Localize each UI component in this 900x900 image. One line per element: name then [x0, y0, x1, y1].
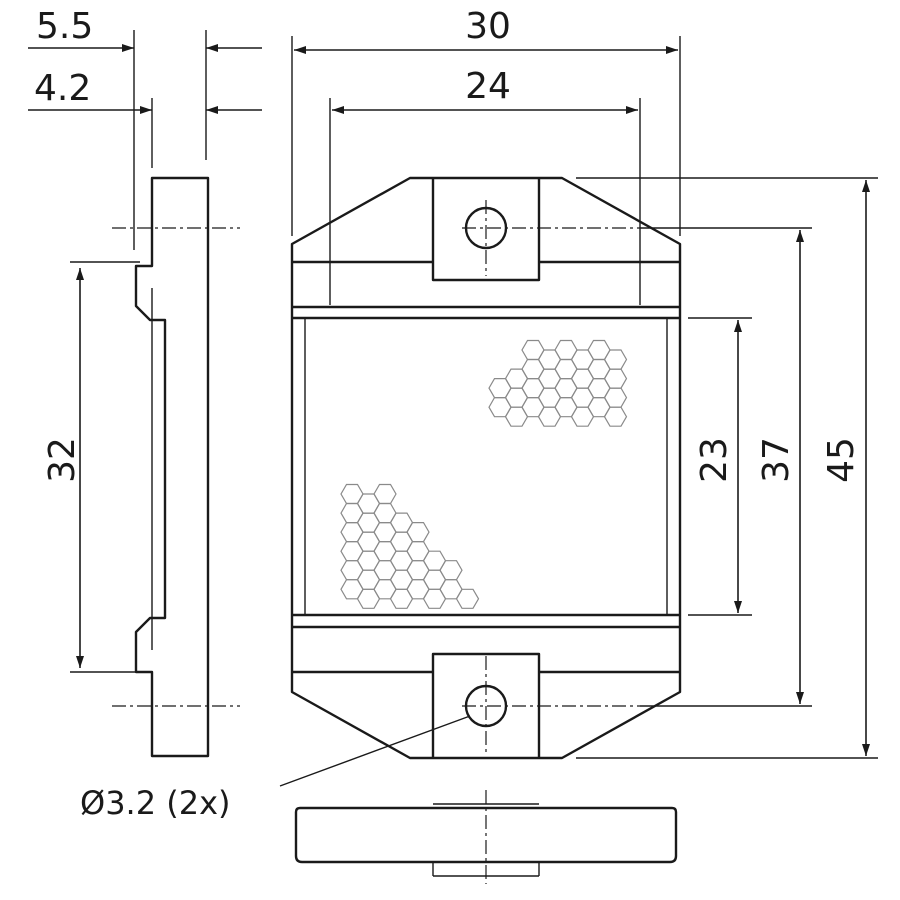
reflector-honeycomb-pattern-top	[488, 339, 628, 427]
honeycomb-cell	[406, 521, 430, 543]
honeycomb-cell	[603, 406, 628, 427]
honeycomb-cell	[603, 349, 628, 370]
front-view-outline	[290, 176, 682, 760]
honeycomb-cell	[439, 560, 463, 581]
bottom-view	[294, 790, 678, 884]
side-view-outline	[134, 176, 210, 758]
dim-label-37: 37	[756, 437, 797, 483]
dim-label-24: 24	[465, 66, 511, 107]
leader-line	[279, 715, 471, 787]
dim-label-45: 45	[821, 437, 862, 483]
dim-label-30: 30	[465, 6, 511, 47]
hole-callout-label: Ø3.2 (2x)	[80, 784, 231, 822]
side-view: 5.5 4.2 32	[28, 6, 262, 758]
honeycomb-cell	[373, 483, 397, 505]
honeycomb-cell	[603, 368, 628, 389]
honeycomb-cell	[455, 588, 480, 609]
dim-label-5-5: 5.5	[36, 6, 93, 47]
dim-label-4-2: 4.2	[34, 68, 91, 109]
dim-label-23: 23	[694, 437, 735, 483]
top-mounting-tab	[431, 178, 541, 282]
front-view: 30 24 23 37 45 Ø3.2 (2x)	[80, 6, 878, 822]
dim-label-32: 32	[42, 437, 83, 483]
honeycomb-cell	[603, 387, 628, 408]
reflector-honeycomb-pattern-bottom	[340, 483, 480, 609]
bottom-view-outline	[294, 806, 678, 864]
